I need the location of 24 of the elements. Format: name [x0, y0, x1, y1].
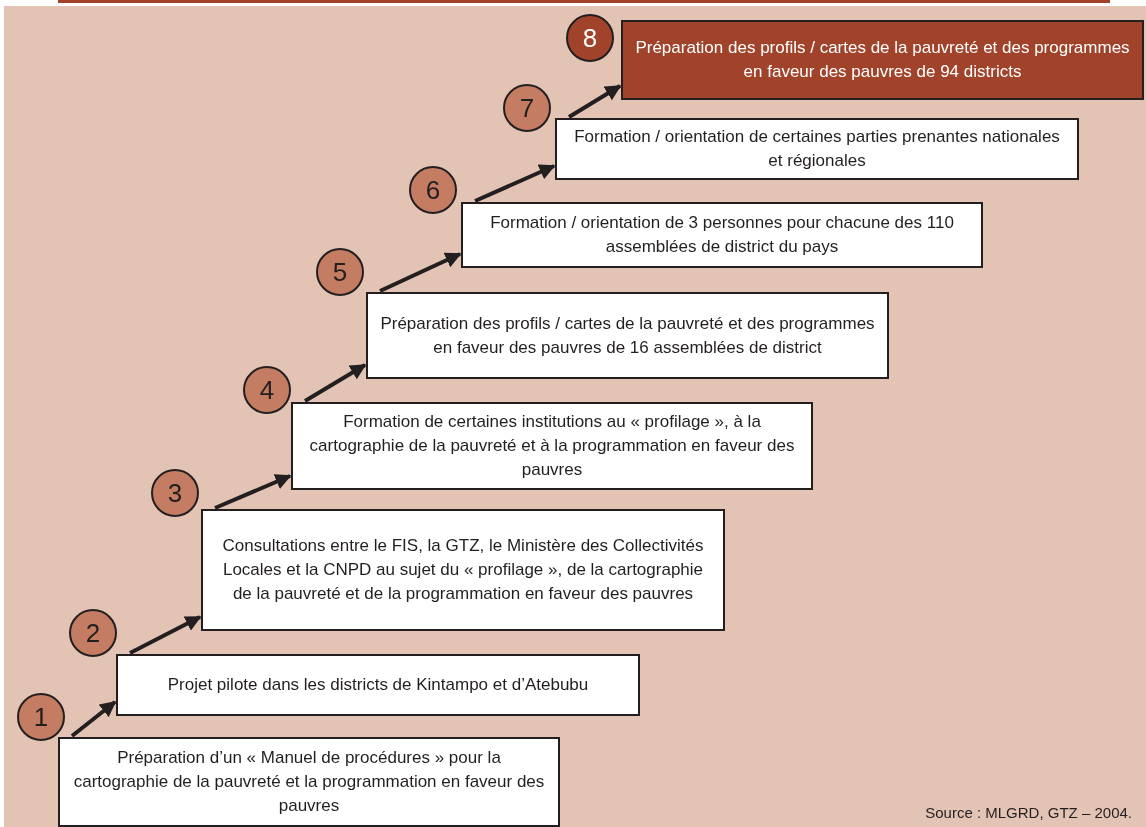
- step-box: [201, 509, 725, 631]
- step-box: [555, 118, 1079, 180]
- step-text: Préparation d’un « Manuel de procédures » pour la cartographie de la pauvreté et la programmation en faveur des pauvres: [72, 747, 546, 817]
- step-text: Consultations entre le FIS, la GTZ, le Ministère des Collectivités Locales et la CNPD au sujet du « profilage », de la cartographie de la pauvreté et de la programmation en faveur des pauvres: [221, 535, 705, 605]
- step-box: [366, 292, 889, 379]
- step-box: [58, 737, 560, 827]
- arrow: [70, 700, 117, 738]
- arrow: [129, 615, 202, 655]
- step-text: Formation / orientation de certaines parties prenantes nationales et régionales: [573, 126, 1061, 172]
- arrow: [379, 252, 462, 293]
- step-box: [291, 402, 813, 490]
- arrow: [303, 363, 367, 403]
- step-box: [116, 654, 640, 716]
- source-note: Source : MLGRD, GTZ – 2004.: [925, 804, 1132, 821]
- step-text: Formation de certaines institutions au « profilage », à la cartographie de la pauvreté et à la programmation en faveur des pauvres: [308, 411, 796, 481]
- step-text: Préparation des profils / cartes de la pauvreté et des programmes en faveur des pauvres de 94 districts: [634, 37, 1131, 83]
- arrow: [474, 164, 556, 203]
- arrow: [567, 84, 622, 119]
- step-box: [621, 20, 1144, 100]
- arrow: [214, 474, 292, 510]
- step-text: Projet pilote dans les districts de Kintampo et d’Atebubu: [167, 674, 589, 697]
- step-text: Formation / orientation de 3 personnes pour chacune des 110 assemblées de district du pays: [489, 212, 955, 258]
- step-box: [461, 202, 983, 268]
- step-text: Préparation des profils / cartes de la pauvreté et des programmes en faveur des pauvres de 16 assemblées de district: [379, 312, 876, 359]
